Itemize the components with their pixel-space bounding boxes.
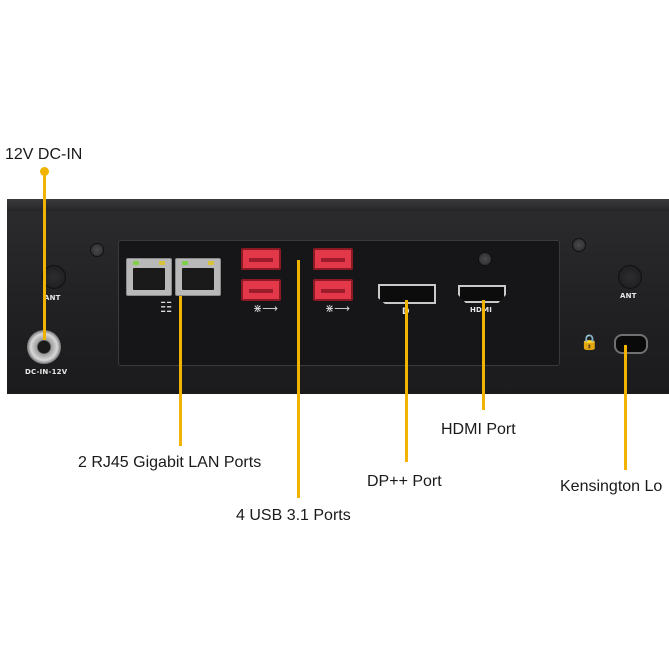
screw [90, 243, 104, 257]
dp-callout: DP++ Port [367, 473, 442, 490]
chassis-top-edge [7, 199, 669, 211]
rj45-port-1 [126, 258, 172, 296]
dc-in-leader-line [40, 167, 49, 340]
usb-icon: ⋇⟶ [325, 302, 350, 315]
dc-in-silk-label: DC-IN-12V [25, 368, 68, 376]
screw [478, 252, 492, 266]
usb-port-1 [241, 248, 281, 270]
kensington-lock-slot [614, 334, 648, 354]
usb-leader-line [297, 260, 300, 498]
rj45-port-2 [175, 258, 221, 296]
dp-leader-line [405, 300, 408, 462]
hdmi-silk-label: HDMI [470, 306, 492, 314]
usb-icon: ⋇⟶ [253, 302, 278, 315]
dc-in-callout: 12V DC-IN [5, 146, 83, 163]
usb-callout: 4 USB 3.1 Ports [236, 507, 351, 524]
kensington-callout: Kensington Lo [560, 478, 663, 495]
hdmi-leader-line [482, 300, 485, 410]
hdmi-callout: HDMI Port [441, 421, 516, 438]
lan-icon: ☷ [160, 300, 173, 316]
kensington-leader-line [624, 345, 627, 470]
lan-leader-line [179, 296, 182, 446]
usb-port-2 [241, 279, 281, 301]
antenna-mount-right [618, 265, 642, 289]
ant-left-label: ANT [44, 294, 61, 302]
lan-callout: 2 RJ45 Gigabit LAN Ports [78, 454, 262, 471]
antenna-mount-left [42, 265, 66, 289]
screw [572, 238, 586, 252]
usb-port-4 [313, 279, 353, 301]
usb-port-3 [313, 248, 353, 270]
lock-icon: 🔒 [580, 333, 599, 351]
ant-right-label: ANT [620, 292, 637, 300]
